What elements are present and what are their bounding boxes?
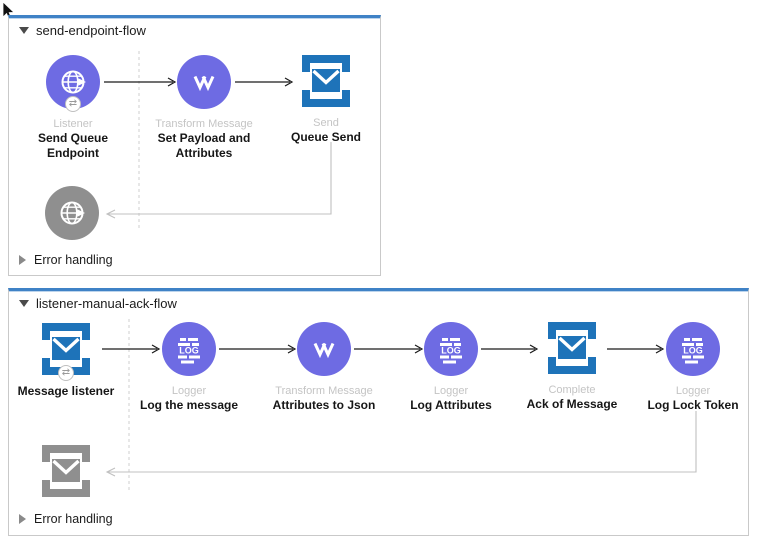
transform-message-icon[interactable] — [177, 55, 231, 109]
error-scope-node — [16, 180, 128, 246]
node-type-caption: Logger — [433, 385, 469, 397]
node-label: Log Attributes — [410, 398, 492, 412]
flow-node-transform-message: Transform Message Attributes to Json — [268, 316, 380, 413]
transform-message-icon[interactable] — [297, 322, 351, 376]
node-label: Log Lock Token — [647, 398, 739, 412]
log-lines-icon: LOG — [682, 338, 704, 364]
logger-icon[interactable]: LOG — [162, 322, 216, 376]
flow-title: listener-manual-ack-flow — [36, 296, 177, 311]
flow-node-listener: ⇄ Listener Send Queue Endpoint — [17, 49, 129, 161]
flow-title-bar[interactable]: send-endpoint-flow — [19, 23, 146, 38]
flow-node-message-listener: ⇄ Message listener — [10, 316, 122, 399]
message-listener-icon[interactable]: ⇄ — [34, 317, 98, 381]
globe-icon — [60, 201, 86, 225]
dataweave-icon — [193, 75, 215, 89]
svg-text:LOG: LOG — [179, 346, 199, 356]
envelope-scope-icon — [300, 53, 352, 109]
node-label: Log the message — [139, 398, 239, 412]
collapse-triangle-icon[interactable] — [19, 27, 29, 34]
node-type-caption: Transform Message — [275, 385, 373, 397]
flow-container-send-endpoint: send-endpoint-flow ⇄ Listen — [8, 15, 381, 276]
node-type-caption: Transform Message — [155, 118, 253, 130]
flow-node-logger: LOG Logger Log the message — [133, 316, 245, 413]
expand-triangle-icon[interactable] — [19, 514, 26, 524]
node-label: Attributes to Json — [272, 398, 376, 412]
node-label: Ack of Message — [526, 397, 618, 411]
error-complete-icon[interactable] — [34, 439, 98, 503]
flow-node-transform-message: Transform Message Set Payload and Attrib… — [148, 49, 260, 161]
node-label: Message listener — [17, 384, 115, 398]
node-label: Set Payload and Attributes — [157, 131, 251, 160]
error-scope-node — [10, 438, 122, 504]
complete-scope-icon[interactable] — [540, 316, 604, 380]
log-lines-icon: LOG — [178, 338, 200, 364]
flow-node-logger: LOG Logger Log Lock Token — [637, 316, 749, 413]
log-lines-icon: LOG — [440, 338, 462, 364]
node-type-caption: Complete — [548, 384, 596, 396]
send-scope-icon[interactable] — [294, 49, 358, 113]
expand-triangle-icon[interactable] — [19, 255, 26, 265]
error-handling-label: Error handling — [34, 512, 113, 526]
flow-node-complete: Complete Ack of Message — [516, 315, 628, 412]
node-type-caption: Listener — [53, 118, 93, 130]
flow-title: send-endpoint-flow — [36, 23, 146, 38]
exchange-badge-icon: ⇄ — [65, 96, 81, 112]
http-listener-icon[interactable]: ⇄ — [46, 55, 100, 112]
envelope-scope-icon — [546, 320, 598, 376]
flow-container-listener-manual-ack: listener-manual-ack-flow — [8, 288, 749, 536]
error-handling-label: Error handling — [34, 253, 113, 267]
logger-icon[interactable]: LOG — [666, 322, 720, 376]
logger-icon[interactable]: LOG — [424, 322, 478, 376]
error-handling-toggle[interactable]: Error handling — [19, 253, 113, 267]
node-type-caption: Send — [313, 117, 339, 129]
globe-icon — [61, 70, 87, 94]
collapse-triangle-icon[interactable] — [19, 300, 29, 307]
exchange-badge-icon: ⇄ — [58, 365, 74, 381]
node-label: Send Queue Endpoint — [37, 131, 108, 160]
flow-title-bar[interactable]: listener-manual-ack-flow — [19, 296, 177, 311]
flow-node-queue-send: Send Queue Send — [270, 48, 382, 145]
flow-node-logger: LOG Logger Log Attributes — [395, 316, 507, 413]
svg-text:LOG: LOG — [441, 346, 461, 356]
dataweave-icon — [313, 342, 335, 356]
node-type-caption: Logger — [171, 385, 207, 397]
envelope-scope-icon — [40, 443, 92, 499]
svg-text:LOG: LOG — [683, 346, 703, 356]
error-listener-icon[interactable] — [45, 186, 99, 240]
node-label: Queue Send — [290, 130, 361, 144]
error-handling-toggle[interactable]: Error handling — [19, 512, 113, 526]
node-type-caption: Logger — [675, 385, 711, 397]
